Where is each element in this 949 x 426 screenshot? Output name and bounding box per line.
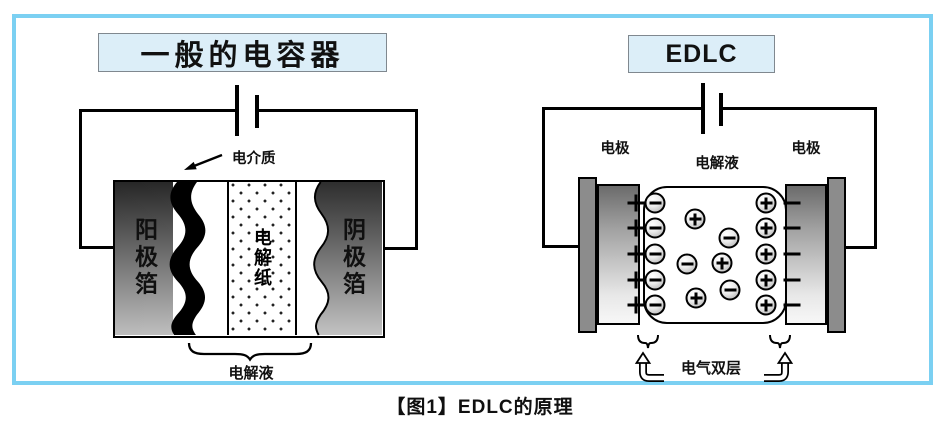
cathode-foil-label: 阴极箔 <box>339 217 366 299</box>
cation-icon <box>755 269 777 291</box>
battery-long-plate <box>235 85 239 136</box>
left-panel-title-box: 一般的电容器 <box>98 33 387 72</box>
anion-icon <box>644 217 666 239</box>
anion-icon <box>644 269 666 291</box>
plus-charge-icon <box>627 296 645 314</box>
anion-icon <box>718 227 740 249</box>
cathode-foil <box>313 181 382 336</box>
wire <box>257 109 418 112</box>
minus-charge-icon <box>783 297 801 314</box>
anion-icon <box>644 294 666 316</box>
double-layer-label: 电气双层 <box>680 360 742 377</box>
minus-charge-icon <box>783 220 801 237</box>
right-electrode-label: 电极 <box>791 141 821 157</box>
curved-arrow-left-icon <box>634 351 664 382</box>
right-panel-title: EDLC <box>665 39 738 68</box>
dielectric-label: 电介质 <box>232 151 276 167</box>
right-current-collector <box>827 177 846 333</box>
anion-icon <box>644 243 666 265</box>
left-panel-title: 一般的电容器 <box>140 39 345 72</box>
double-layer-brace-right-icon <box>769 334 791 349</box>
anion-icon <box>719 279 741 301</box>
minus-charge-icon <box>783 272 801 289</box>
left-electrode-label: 电极 <box>600 141 630 157</box>
right-panel-title-box: EDLC <box>628 35 775 73</box>
figure-caption: 【图1】EDLC的原理 <box>386 397 574 418</box>
cation-icon <box>684 208 706 230</box>
capacitor-body: 阳极箔 电解纸 阴极箔 <box>113 180 385 338</box>
wire <box>79 109 82 249</box>
curved-arrow-right-icon <box>764 351 794 382</box>
anion-icon <box>644 192 666 214</box>
wire <box>721 107 877 110</box>
dielectric-arrow-icon <box>184 153 223 170</box>
wire <box>542 107 703 110</box>
wire <box>542 245 580 248</box>
plus-charge-icon <box>627 245 645 263</box>
anode-foil <box>115 182 173 335</box>
battery-long-plate <box>701 83 705 134</box>
plus-charge-icon <box>627 271 645 289</box>
left-current-collector <box>578 177 597 333</box>
electrolyte-label-right: 电解液 <box>695 156 739 172</box>
wire <box>874 107 877 249</box>
minus-charge-icon <box>783 195 801 212</box>
cation-icon <box>755 243 777 265</box>
cation-icon <box>755 217 777 239</box>
minus-charge-icon <box>783 246 801 263</box>
plus-charge-icon <box>627 194 645 212</box>
wire <box>846 246 877 249</box>
cation-icon <box>685 287 707 309</box>
cation-icon <box>711 252 733 274</box>
dielectric-wavy-band <box>169 182 206 335</box>
plus-charge-icon <box>627 219 645 237</box>
wire <box>415 109 418 250</box>
electrolyte-brace-icon <box>187 342 313 362</box>
electrolytic-paper <box>227 182 297 335</box>
wire <box>79 246 115 249</box>
cation-icon <box>755 294 777 316</box>
wire <box>79 109 237 112</box>
double-layer-brace-left-icon <box>637 334 659 349</box>
electrolytic-paper-label: 电解纸 <box>252 228 272 288</box>
wire <box>385 247 416 250</box>
wire <box>542 107 545 248</box>
cation-icon <box>755 192 777 214</box>
electrolyte-label-left: 电解液 <box>228 365 274 382</box>
anode-foil-label: 阳极箔 <box>131 217 158 299</box>
anion-icon <box>676 253 698 275</box>
